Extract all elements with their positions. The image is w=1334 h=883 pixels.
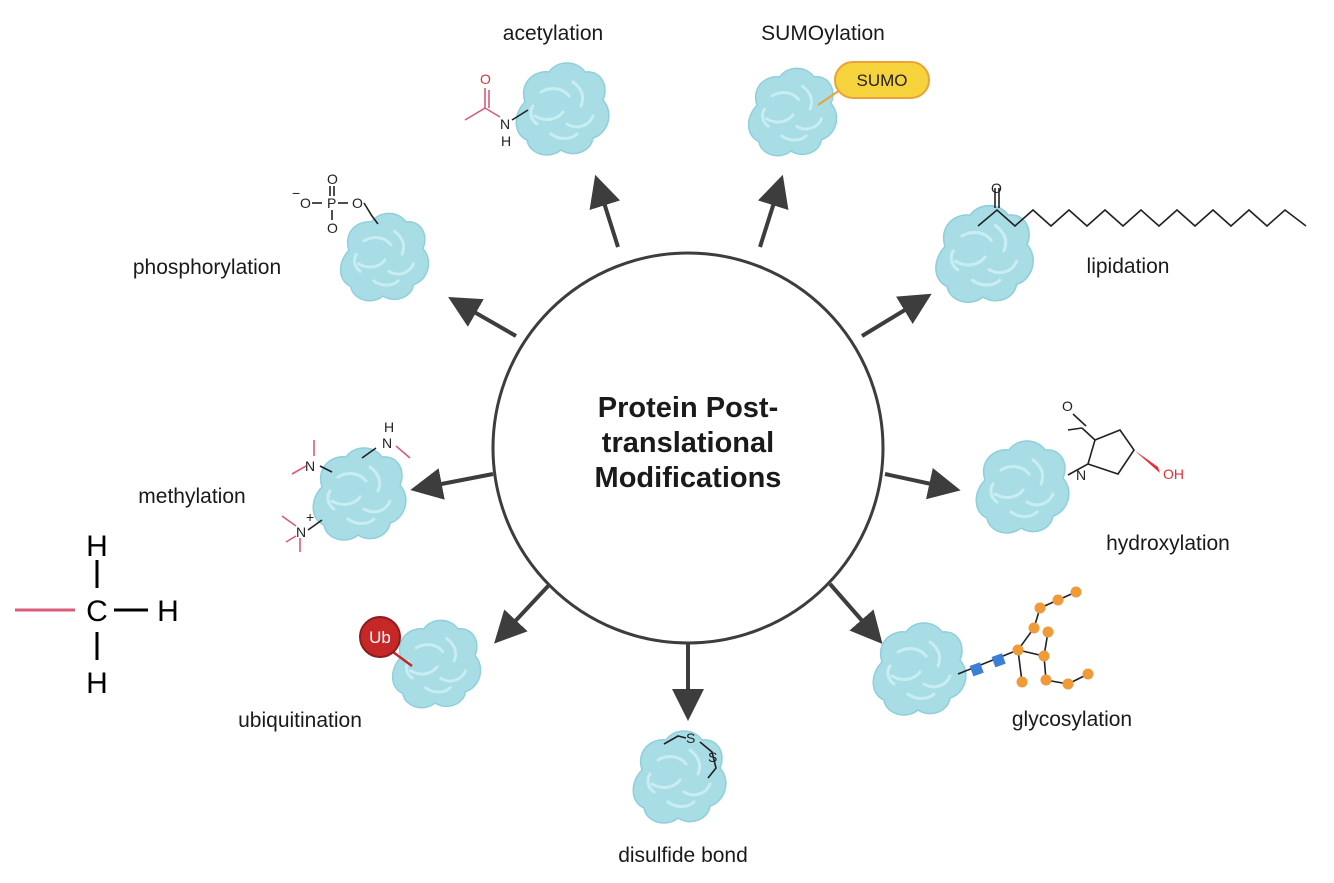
phosphate-o-left: O	[300, 195, 311, 211]
label-acetylation: acetylation	[503, 22, 603, 45]
disulfide-s2: S	[708, 749, 717, 765]
inset-carbon: C	[86, 595, 108, 628]
protein-sumoylation	[747, 66, 838, 158]
methyl-hydrogen-2: H	[384, 419, 394, 435]
center-title-line2: translational	[602, 427, 774, 459]
sumo-tag: SUMO	[817, 61, 930, 106]
phosphate-o-right: O	[352, 195, 363, 211]
acetyl-oxygen: O	[480, 71, 491, 87]
arrows	[410, 174, 961, 721]
protein-methylation	[311, 446, 408, 542]
protein-glycosylation	[871, 621, 968, 717]
phosphate-p: P	[327, 195, 336, 211]
label-lipidation: lipidation	[1087, 255, 1170, 278]
hydroxy-nitrogen: N	[1076, 467, 1086, 483]
hydroxy-oh: OH	[1163, 466, 1184, 482]
methyl-groups: N N H N +	[281, 419, 411, 552]
label-sumoylation: SUMOylation	[761, 22, 885, 45]
arrow-sumoylation	[757, 174, 789, 248]
glycan-chain	[957, 586, 1094, 690]
methyl-structure-inset: C H H H	[15, 530, 179, 700]
methyl-nitrogen-3: N	[296, 524, 306, 540]
label-methylation: methylation	[138, 485, 245, 508]
arrow-methylation	[410, 468, 494, 500]
protein-hydroxylation	[974, 439, 1071, 535]
arrow-phosphorylation	[448, 297, 517, 338]
label-disulfide: disulfide bond	[618, 844, 748, 867]
inset-hydrogen-right: H	[157, 595, 179, 628]
methyl-charge: +	[306, 509, 314, 525]
hydroxyproline-group: O N OH	[1062, 398, 1184, 483]
phosphate-minus: −	[292, 185, 300, 201]
protein-phosphorylation	[339, 211, 430, 303]
inset-hydrogen-top: H	[86, 530, 108, 563]
protein-disulfide	[631, 729, 728, 825]
phosphate-o-top: O	[327, 171, 338, 187]
lipid-chain: O	[977, 180, 1307, 228]
disulfide-s1: S	[686, 730, 695, 746]
methyl-nitrogen-1: N	[305, 458, 315, 474]
label-ubiquitination: ubiquitination	[238, 709, 362, 732]
methyl-nitrogen-2: N	[382, 435, 392, 451]
ubiquitin-tag: Ub	[359, 616, 413, 668]
protein-acetylation	[514, 61, 611, 157]
center-title-line3: Modifications	[595, 462, 782, 494]
center-circle	[491, 251, 885, 645]
protein-ubiquitination	[391, 618, 482, 710]
arrow-acetylation	[589, 174, 621, 248]
label-glycosylation: glycosylation	[1012, 708, 1132, 731]
label-phosphorylation: phosphorylation	[133, 256, 281, 279]
hydroxy-oxygen: O	[1062, 398, 1073, 414]
arrow-ubiquitination	[494, 582, 552, 644]
disulfide-bridge: S S	[663, 730, 717, 779]
arrow-glycosylation	[828, 582, 883, 645]
acetyl-nitrogen: N	[500, 116, 510, 132]
lipid-oxygen: O	[991, 180, 1002, 196]
center-title-line1: Protein Post-	[598, 392, 778, 424]
phosphate-o-bottom: O	[327, 220, 338, 236]
acetyl-hydrogen: H	[501, 133, 511, 149]
arrow-lipidation	[860, 293, 932, 338]
sumo-tag-label: SUMO	[857, 71, 908, 90]
arrow-hydroxylation	[884, 467, 961, 500]
label-hydroxylation: hydroxylation	[1106, 532, 1230, 555]
phosphate-group: O − P O O O	[292, 171, 379, 236]
inset-hydrogen-bottom: H	[86, 667, 108, 700]
ubiquitin-label: Ub	[369, 628, 391, 647]
acetyl-group: O N H	[464, 71, 529, 149]
